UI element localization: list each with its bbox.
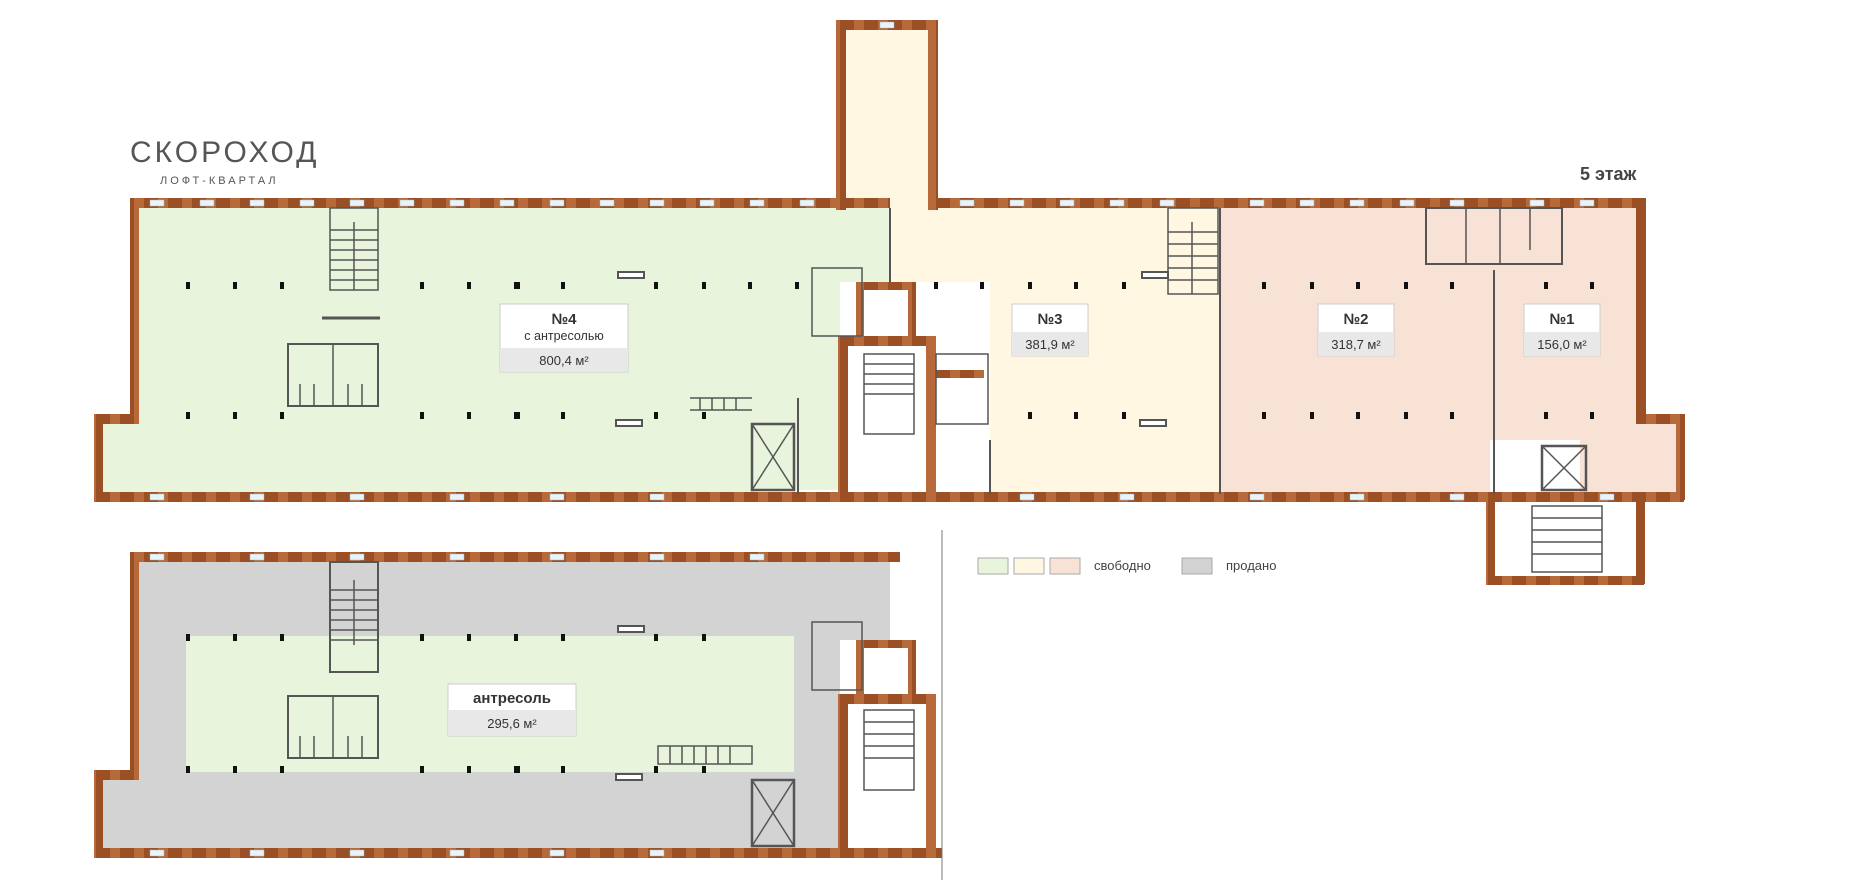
- unit-1-label[interactable]: №1 156,0 м²: [1523, 303, 1601, 357]
- floor-label: 5 этаж: [1580, 164, 1637, 184]
- unit-4-area[interactable]: [103, 208, 890, 494]
- unit-4-subtitle: с антресолью: [524, 329, 603, 343]
- unit-3-area-value: 381,9 м²: [1025, 337, 1075, 352]
- unit-2-label[interactable]: №2 318,7 м²: [1317, 303, 1395, 357]
- legend-free-label: свободно: [1094, 558, 1151, 573]
- mezzanine-plan: антресоль 295,6 м²: [94, 530, 943, 880]
- unit-1-area-value: 156,0 м²: [1537, 337, 1587, 352]
- unit-4-area-value: 800,4 м²: [539, 353, 589, 368]
- legend: свободно продано: [977, 557, 1276, 575]
- mezzanine-title: антресоль: [473, 690, 551, 707]
- unit-2-title: №2: [1343, 311, 1368, 328]
- unit-4-title: №4: [551, 311, 577, 328]
- legend-sold-label: продано: [1226, 558, 1276, 573]
- brand-name: СКОРОХОД: [130, 136, 319, 169]
- unit-3-tower[interactable]: [844, 28, 930, 208]
- unit-3-label[interactable]: №3 381,9 м²: [1011, 303, 1089, 357]
- brand-tagline: ЛОФТ-КВАРТАЛ: [160, 175, 279, 187]
- legend-swatch-green: [977, 557, 1009, 575]
- legend-swatch-pink: [1049, 557, 1081, 575]
- unit-3-title: №3: [1037, 311, 1062, 328]
- unit-1-title: №1: [1549, 311, 1574, 328]
- legend-swatch-yellow: [1013, 557, 1045, 575]
- upper-plan: №4 с антресолью 800,4 м² №3 381,9 м² №2 …: [94, 20, 1685, 585]
- unit-2-area-value: 318,7 м²: [1331, 337, 1381, 352]
- legend-swatch-sold: [1181, 557, 1213, 575]
- unit-4-label[interactable]: №4 с антресолью 800,4 м²: [499, 303, 629, 373]
- brand-logo: СКОРОХОД ЛОФТ-КВАРТАЛ: [130, 136, 319, 187]
- mezzanine-label[interactable]: антресоль 295,6 м²: [447, 683, 577, 737]
- mezzanine-area-value: 295,6 м²: [487, 716, 537, 731]
